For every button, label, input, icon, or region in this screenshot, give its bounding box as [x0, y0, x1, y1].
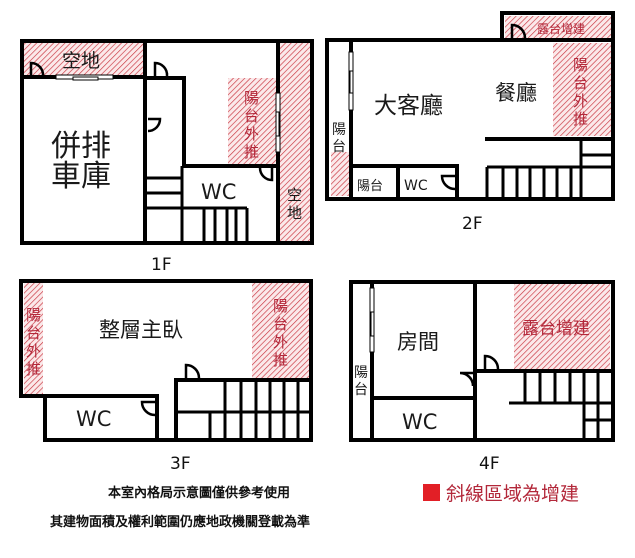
hatch-area — [252, 283, 309, 378]
door-icon — [147, 117, 162, 133]
room-label-wc: WC — [201, 180, 236, 204]
room-label-balcony: 台 — [332, 139, 346, 155]
wall — [20, 39, 314, 245]
label-balcony-ext: 陽 — [273, 297, 288, 315]
floor-4f: 房間 露台增建 陽 台 WC 4F — [349, 280, 615, 474]
hatch-area — [228, 78, 276, 164]
label-balcony-ext: 推 — [26, 360, 41, 378]
label-balcony-ext: 陽 — [573, 56, 588, 74]
floor-1f: 空地 併排 車庫 陽 台 外 推 WC 空 地 1F — [20, 39, 314, 275]
door-icon — [459, 371, 475, 387]
room-label-open-space: 地 — [287, 204, 302, 222]
floor-2f: 露台增建 大客廳 餐廳 陽 台 外 推 陽 台 陽台 WC 2F — [325, 11, 615, 234]
label-balcony-ext: 台 — [273, 315, 288, 333]
room-label-dining: 餐廳 — [495, 81, 537, 105]
door-icon — [440, 174, 456, 191]
door-icon — [510, 23, 527, 39]
room-label-balcony: 陽台 — [357, 179, 383, 194]
label-balcony-ext: 推 — [573, 110, 588, 128]
label-balcony-ext: 台 — [244, 107, 259, 125]
hatch-area — [505, 16, 611, 39]
legend: 斜線區域為增建 — [423, 479, 579, 506]
label-balcony-ext: 陽 — [244, 89, 259, 107]
floor-label: 3F — [170, 454, 191, 474]
room-label-open-space: 空地 — [62, 50, 100, 72]
room-label-wc: WC — [402, 410, 437, 434]
label-balcony-ext: 台 — [573, 74, 588, 92]
label-balcony-ext: 台 — [26, 324, 41, 342]
hatch-area — [514, 284, 610, 370]
door-icon — [258, 167, 274, 182]
door-icon — [483, 354, 500, 370]
room-label-garage: 併排 — [51, 129, 111, 164]
label-balcony-ext: 外 — [244, 125, 259, 143]
room-label-living: 大客廳 — [374, 93, 443, 119]
label-balcony-ext: 外 — [273, 333, 288, 351]
disclaimer-line-2: 其建物面積及權利範圍仍應地政機關登載為準 — [50, 515, 311, 530]
room-label-room: 房間 — [397, 330, 439, 354]
floor-label: 4F — [479, 454, 500, 474]
legend-text: 斜線區域為增建 — [446, 483, 580, 505]
room-label-garage: 車庫 — [51, 159, 111, 194]
legend-swatch — [423, 484, 440, 501]
room-label-balcony: 陽 — [332, 122, 346, 138]
door-icon — [153, 61, 169, 77]
label-balcony-ext: 推 — [273, 351, 288, 369]
floor-3f: 整層主臥 陽 台 外 推 陽 台 外 推 WC 3F — [19, 279, 313, 474]
room-label-wc: WC — [76, 407, 111, 431]
label-balcony-ext: 陽 — [26, 306, 41, 324]
disclaimer-line-1: 本室內格局示意圖僅供參考使用 — [108, 486, 291, 501]
floor-label: 2F — [462, 214, 483, 234]
door-icon — [184, 363, 201, 379]
label-balcony-ext: 外 — [26, 342, 41, 360]
hatch-area — [553, 43, 611, 136]
door-icon — [29, 61, 45, 77]
hatch-area — [280, 43, 311, 241]
label-terrace-add: 露台增建 — [522, 319, 590, 339]
room-label-balcony: 陽 — [354, 365, 368, 381]
room-label-open-space: 空 — [287, 186, 302, 204]
room-label-balcony: 台 — [354, 382, 368, 398]
label-balcony-ext: 推 — [244, 143, 259, 161]
hatch-area — [24, 43, 144, 77]
hatch-area — [331, 152, 349, 196]
label-terrace-add: 露台增建 — [537, 21, 585, 36]
label-balcony-ext: 外 — [573, 92, 588, 110]
door-icon — [140, 400, 156, 417]
hatch-area — [24, 283, 43, 395]
room-label-wc: WC — [404, 178, 428, 194]
floor-label: 1F — [151, 255, 172, 275]
room-label-master-bedroom: 整層主臥 — [99, 318, 183, 342]
